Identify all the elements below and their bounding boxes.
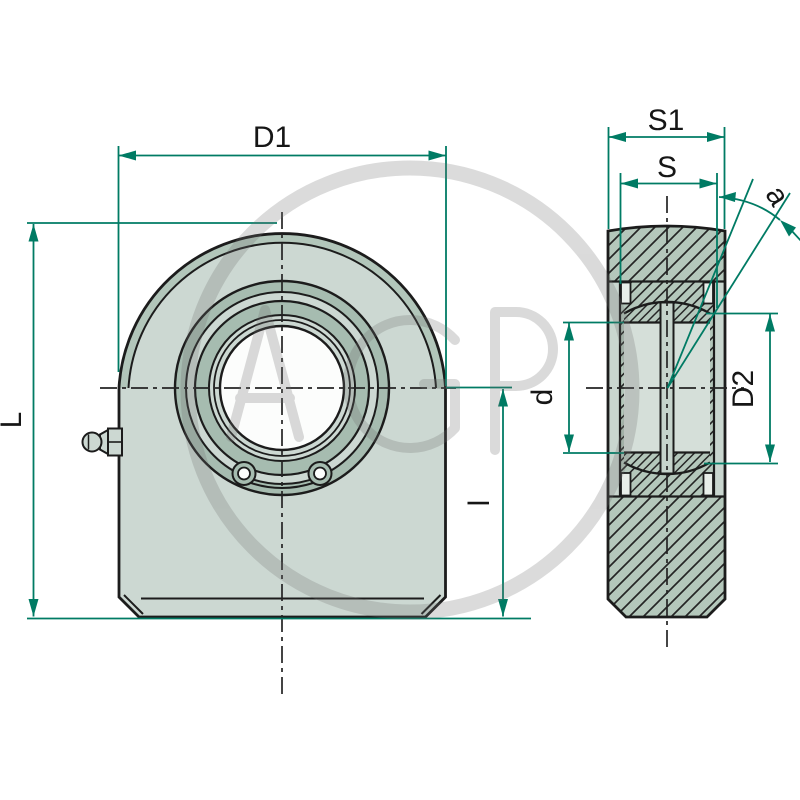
front-arch-inner-line	[127, 241, 437, 389]
watermark-letters	[226, 305, 558, 455]
dimension-D2	[704, 312, 778, 465]
side-right-column	[714, 281, 725, 497]
dim-label-S: S	[657, 151, 677, 184]
dimension-a	[666, 178, 800, 389]
front-body-outline	[117, 232, 447, 619]
grease-nipple-ball	[81, 431, 103, 453]
dimension-d	[563, 321, 624, 454]
dimension-l	[446, 386, 512, 617]
tab-hole-right	[313, 466, 327, 481]
watermark-letter-P	[490, 307, 558, 455]
dim-label-D1: D1	[253, 121, 291, 154]
side-snap-rings	[620, 281, 714, 497]
side-section-view	[586, 196, 744, 648]
watermark-circle	[180, 160, 640, 620]
dimensions	[27, 127, 800, 620]
grease-nipple	[81, 427, 123, 457]
side-body-outline	[606, 224, 727, 619]
front-view	[81, 212, 456, 697]
front-centerlines	[100, 212, 456, 697]
side-recess-edges	[618, 281, 716, 497]
dim-label-d: d	[526, 389, 559, 406]
dimension-S1	[607, 127, 726, 229]
dimension-L	[27, 222, 277, 617]
side-centerlines	[586, 196, 744, 648]
dim-label-a: a	[759, 180, 796, 212]
dim-label-L: L	[0, 412, 28, 429]
watermark: AGP	[180, 160, 640, 720]
front-locking-tab	[231, 461, 333, 489]
dimension-D1	[117, 146, 447, 386]
watermark-letter-A	[226, 305, 304, 442]
dim-label-l: l	[463, 500, 496, 507]
front-bore	[218, 324, 346, 452]
dimension-labels: D1 L l S1 S a d D2	[0, 104, 796, 506]
side-left-column	[608, 281, 620, 497]
watermark-letter-G	[342, 315, 460, 453]
watermark-text: AGP	[405, 719, 406, 720]
tab-hole-left	[237, 466, 251, 481]
dim-label-D2: D2	[727, 370, 760, 408]
dim-label-S1: S1	[648, 104, 685, 137]
dimension-S	[619, 173, 718, 308]
